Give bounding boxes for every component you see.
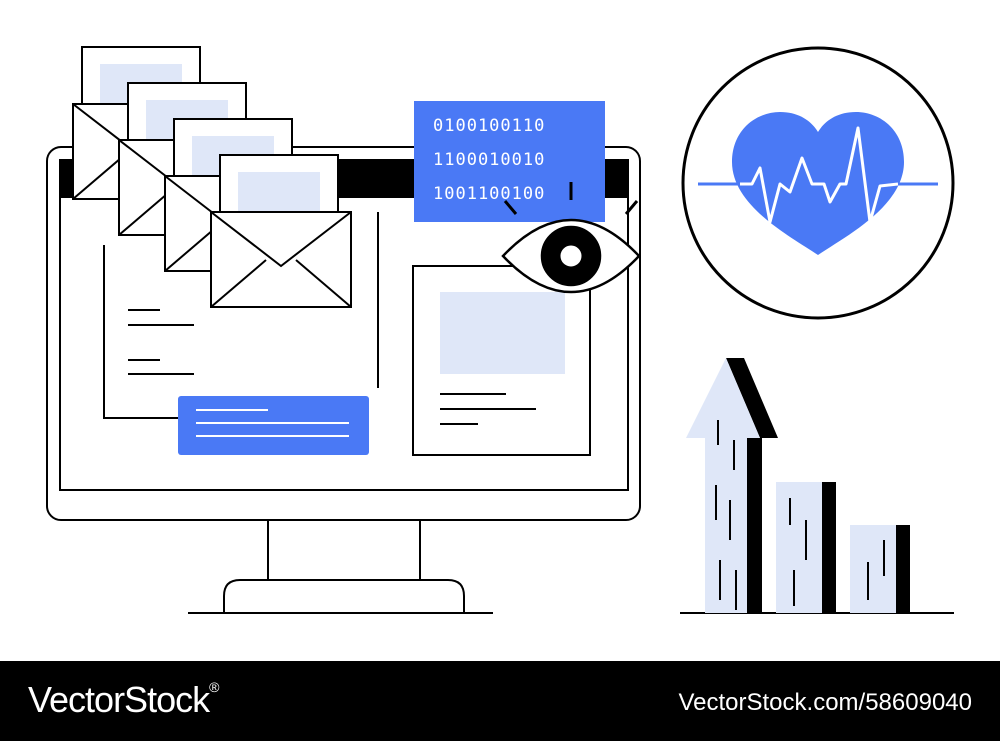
arrow-bar	[686, 358, 760, 613]
text-panel-frame	[103, 245, 200, 419]
message-bar	[178, 396, 369, 455]
trademark-symbol: ®	[209, 679, 219, 695]
envelope-stack	[72, 46, 352, 308]
middle-bar	[776, 482, 822, 613]
binary-block: 0100100110 1100010010 1001100100	[414, 101, 605, 222]
monitor-neck	[267, 520, 421, 580]
stock-id-label: VectorStock.com/58609040	[678, 689, 972, 716]
document-image	[440, 292, 565, 374]
illustration-canvas: 0100100110 1100010010 1001100100	[46, 46, 955, 614]
eye-icon	[501, 182, 641, 294]
binary-line-2: 1100010010	[433, 150, 545, 170]
vectorstock-logo: VectorStock®	[28, 679, 219, 721]
brand-name: VectorStock	[28, 679, 210, 720]
short-bar-shadow	[896, 525, 910, 613]
monitor-stand	[223, 579, 465, 612]
binary-line-3: 1001100100	[433, 184, 545, 204]
middle-bar-shadow	[822, 482, 836, 613]
heart-pulse-icon	[681, 46, 955, 320]
growth-chart-icon	[680, 358, 954, 614]
screen-content	[103, 212, 591, 456]
footer-bar: VectorStock® VectorStock.com/58609040	[0, 661, 1000, 741]
binary-line-1: 0100100110	[433, 116, 545, 136]
short-bar	[850, 525, 896, 613]
arrow-bar-shadow	[726, 358, 778, 613]
envelope-icon	[210, 154, 352, 308]
